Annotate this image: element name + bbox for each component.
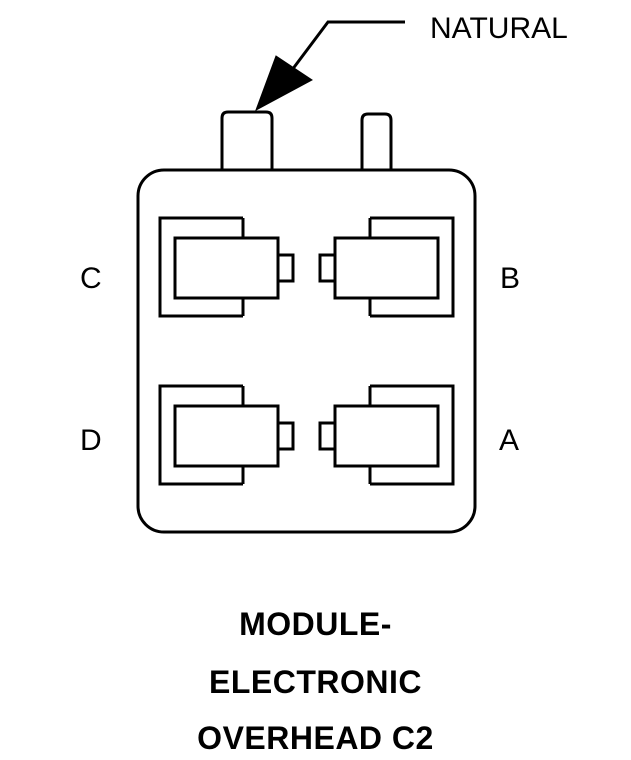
right-tab <box>360 112 393 170</box>
cavity-c <box>158 216 295 318</box>
caption-line-1: MODULE- <box>239 606 392 642</box>
caption-line-3: OVERHEAD C2 <box>197 720 434 756</box>
pin-label-a: A <box>499 424 520 457</box>
callout-label-natural: NATURAL <box>430 12 568 45</box>
cavity-a <box>318 384 455 486</box>
callout-arrowhead <box>255 55 313 112</box>
connector-body <box>136 168 477 534</box>
natural-tab <box>220 110 274 170</box>
cavity-b <box>318 216 455 318</box>
pin-label-d: D <box>80 424 102 457</box>
pin-label-c: C <box>80 262 102 295</box>
pin-label-b: B <box>500 262 521 295</box>
callout-leader <box>290 20 405 71</box>
caption-line-2: ELECTRONIC <box>209 664 422 700</box>
cavity-d <box>158 384 295 486</box>
